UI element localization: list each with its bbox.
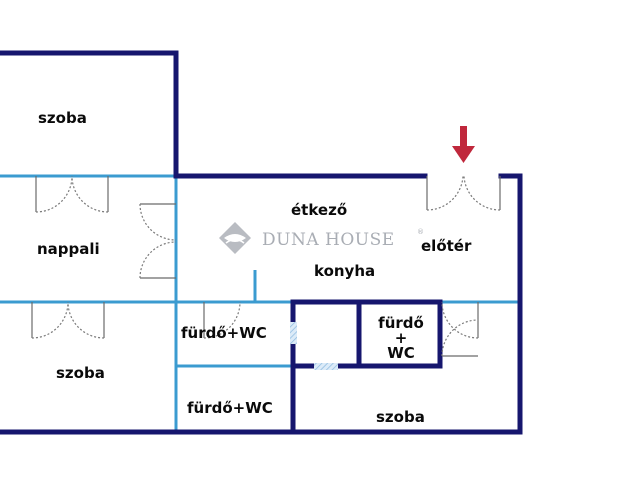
door-top-left [35,175,109,213]
watermark-reg: ® [417,228,424,236]
door-furdo-wc [203,301,241,339]
room-label-furdo-small-1: fürdő [378,314,424,332]
duna-house-logo-icon [219,222,251,254]
room-label-furdo-wc-2: fürdő+WC [187,399,273,417]
room-label-furdo-small-3: WC [387,344,415,362]
door-szoba-left [31,301,105,339]
room-label-furdo-small-2: + [395,329,408,347]
room-label-szoba-bottom: szoba [376,408,425,426]
room-label-konyha: konyha [314,262,375,280]
outer-walls [0,50,523,435]
room-label-furdo-wc-1: fürdő+WC [181,324,267,342]
door-entrance [426,175,501,211]
room-label-nappali: nappali [37,240,100,258]
door-bathroom-small [441,301,479,357]
room-label-etkezo: étkező [291,201,347,219]
door-nappali-right [139,203,177,279]
entrance-arrow-icon [452,126,475,163]
room-label-eloter: előtér [421,237,472,255]
window-hatch [314,363,338,370]
room-label-szoba-left: szoba [56,364,105,382]
window-hatch [290,322,297,344]
room-label-szoba-top: szoba [38,109,87,127]
watermark-text: DUNA HOUSE [262,230,395,250]
